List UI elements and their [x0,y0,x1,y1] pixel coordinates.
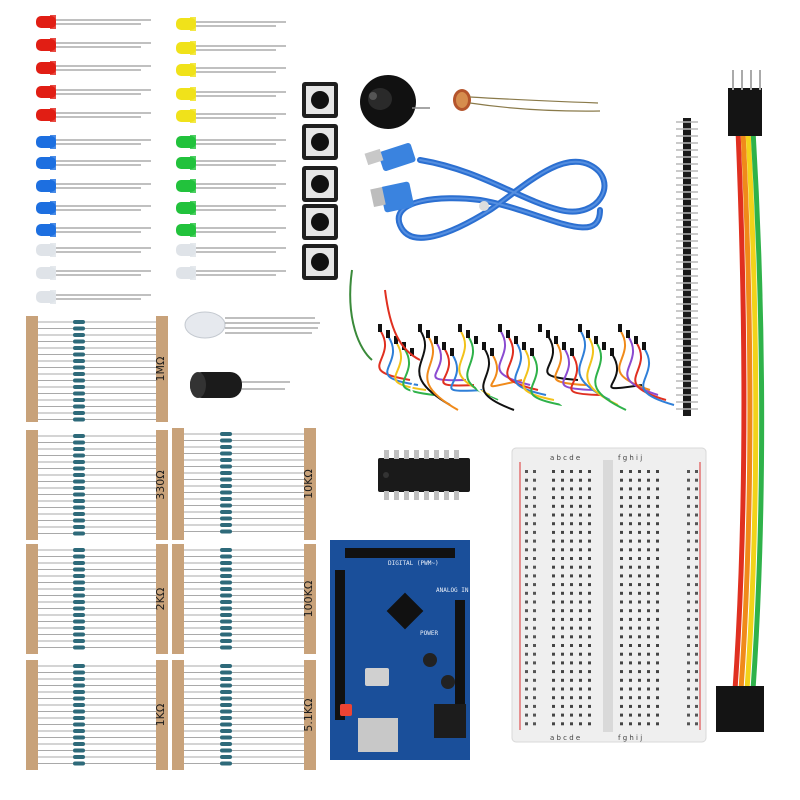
jumper-wire [514,341,547,396]
resistor-value-label: 5.1KΩ [302,698,315,731]
led [36,15,151,29]
jumper-wire [506,335,539,391]
led [36,38,151,52]
led [176,63,286,77]
resistor-value-label: 1MΩ [154,357,167,382]
led [176,109,286,123]
power-label: POWER [420,630,438,637]
led [36,179,151,193]
jumper-wire [490,353,523,388]
led [176,135,286,149]
pin-header-strip [676,118,698,416]
led [36,61,151,75]
led [36,266,151,280]
resistor-pack: 100KΩ [172,544,316,654]
push-button [302,204,338,240]
ic-chip [378,450,470,500]
jumper-wire [402,347,435,396]
jumper-wire [482,347,515,411]
jumper-wire [410,353,443,401]
jumper-wire [426,335,459,411]
jumper-wire [394,341,427,391]
jumper-wire [570,353,603,396]
jumper-wire [554,341,587,386]
jumper-wire [546,335,579,381]
jumper-wire [610,353,643,390]
resistor-packs: 1MΩ 330Ω 10KΩ 2KΩ 100KΩ 1KΩ 5.1KΩ [26,316,316,770]
led [36,290,151,304]
jumper-wire [634,341,667,401]
led [176,41,286,55]
led [176,17,286,31]
jumper-wire [602,347,635,384]
led [36,243,151,257]
jumper-wire [642,347,675,406]
digital-label: DIGITAL (PWM~) [388,560,439,567]
jumper-wire [450,353,483,392]
breadboard-columns-right-top: f g h i j [618,454,642,462]
jumper-wire [418,329,451,406]
led [176,243,286,257]
resistor-value-label: 2KΩ [154,588,167,611]
tilt-switch [190,372,290,398]
jumper-wire [530,353,563,406]
resistor-pack: 1KΩ [26,660,168,770]
push-button [302,124,338,160]
breadboard-columns-left-top: a b c d e [550,454,580,462]
resistor-value-label: 10KΩ [302,469,315,499]
jumper-wire [378,329,411,381]
uno-board: DIGITAL (PWM~) POWER ANALOG IN [330,540,470,760]
jumper-wire [434,341,467,382]
led [36,156,151,170]
led [36,135,151,149]
led [176,87,286,101]
jumper-wire [538,329,571,411]
jumper-wire [386,335,419,386]
jumper-wire [498,329,531,386]
resistor-pack: 2KΩ [26,544,168,654]
jumper-wire [442,347,475,387]
analog-label: ANALOG IN [436,587,469,594]
led [36,223,151,237]
resistor-pack: 10KΩ [172,428,316,540]
led [176,156,286,170]
buzzer [360,75,430,129]
jumper-wire [522,347,555,401]
led [176,179,286,193]
led [176,223,286,237]
breadboard-columns-left-bottom: a b c d e [550,734,580,742]
resistor-pack: 5.1KΩ [172,660,316,770]
jumper-wire-bundle [349,269,675,411]
jumper-wire [594,341,627,411]
photoresistor [453,89,601,112]
breadboard: a b c d e f g h i j a b c d e f g h i j [511,447,707,743]
push-button [302,244,338,280]
resistor-value-label: 100KΩ [302,581,315,618]
resistor-value-label: 1KΩ [154,704,167,727]
breadboard-columns-right-bottom: f g h i j [618,734,642,742]
led-column-middle [176,17,286,280]
dupont-ribbon-cable [716,70,765,732]
resistor-value-label: 330Ω [154,470,167,499]
led [36,108,151,122]
led [36,201,151,215]
resistor-pack: 1MΩ [26,316,168,422]
push-button [302,82,338,118]
push-buttons [302,82,338,280]
jumper-wire [562,347,595,391]
usb-cable [364,143,608,241]
led-column-left [36,15,151,304]
rgb-led [184,311,320,339]
push-button [302,166,338,202]
led [176,201,286,215]
led [176,266,286,280]
resistor-pack: 330Ω [26,430,168,540]
led [36,85,151,99]
